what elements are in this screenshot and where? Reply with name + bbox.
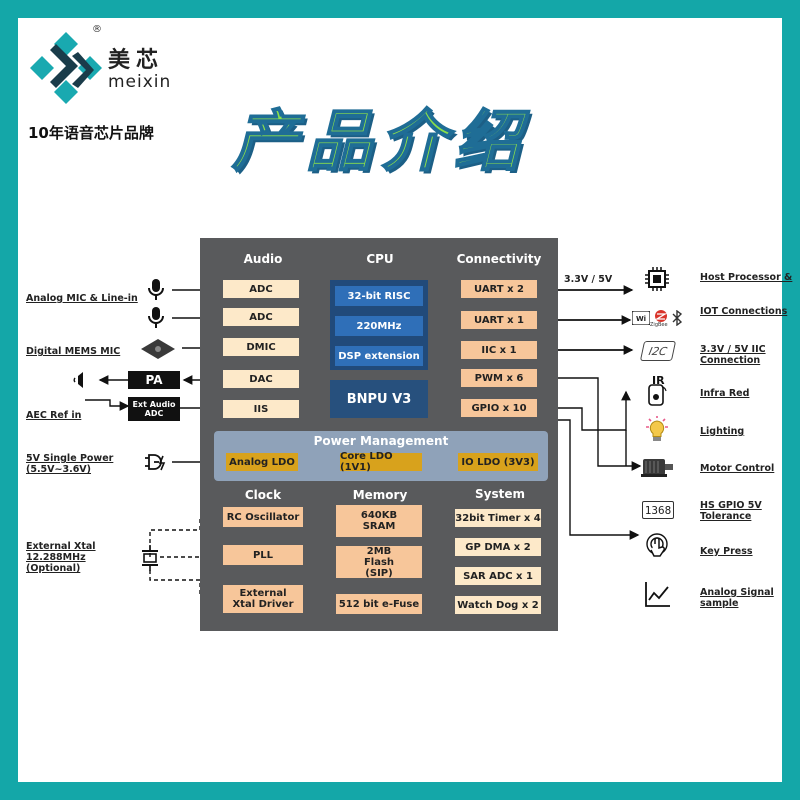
segment-display-icon: 1368 (642, 501, 674, 519)
clock-rc-oscillator: RC Oscillator (223, 507, 303, 527)
bulb-icon (646, 416, 668, 441)
brand-name-en: meixin (108, 72, 172, 92)
section-clock: Clock (244, 488, 282, 502)
system-dma: GP DMA x 2 (455, 538, 541, 556)
bnpu-block: BNPU V3 (330, 380, 428, 418)
microphone-icon (148, 307, 164, 328)
conn-uart-1: UART x 1 (461, 311, 537, 329)
section-connectivity: Connectivity (456, 252, 542, 266)
label-key: Key Press (700, 546, 753, 557)
cpu-dsp: DSP extension (335, 346, 423, 366)
svg-text:Wi: Wi (636, 315, 646, 323)
label-gpio: HS GPIO 5V Tolerance (700, 500, 762, 522)
label-power: 5V Single Power (5.5V~3.6V) (26, 453, 114, 475)
ext-adc-block: Ext Audio ADC (128, 397, 180, 421)
label-lighting: Lighting (700, 426, 745, 437)
audio-iis: IIS (223, 400, 299, 418)
signal-chart-icon (645, 582, 670, 607)
audio-dac: DAC (223, 370, 299, 388)
cpu-clock: 220MHz (335, 316, 423, 336)
label-iot: IOT Connections (700, 306, 788, 317)
label-host: Host Processor & (700, 272, 793, 283)
page-title: 产品介绍 (231, 102, 528, 181)
bluetooth-icon (672, 310, 682, 326)
system-sar-adc: SAR ADC x 1 (455, 567, 541, 585)
label-motor: Motor Control (700, 463, 775, 474)
crystal-icon (142, 545, 158, 571)
label-analog-mic: Analog MIC & Line-in (26, 293, 138, 304)
label-voltage: 3.3V / 5V (564, 274, 613, 285)
wifi-icon: Wi (632, 311, 650, 325)
conn-gpio: GPIO x 10 (461, 399, 537, 417)
zigbee-icon (654, 310, 668, 322)
brand-tagline: 10年语音芯片品牌 (28, 124, 154, 142)
processor-icon (645, 267, 669, 291)
memory-efuse: 512 bit e-Fuse (336, 594, 422, 614)
label-xtal: External Xtal 12.288MHz (Optional) (26, 541, 96, 574)
audio-dmic: DMIC (223, 338, 299, 356)
system-timer: 32bit Timer x 4 (455, 509, 541, 527)
pa-block: PA (128, 371, 180, 389)
ldo-analog: Analog LDO (226, 453, 298, 471)
speaker-icon (73, 372, 83, 388)
conn-uart-2: UART x 2 (461, 280, 537, 298)
power-management-title: Power Management (313, 434, 449, 448)
logo-icon (30, 32, 102, 104)
motor-icon (641, 459, 673, 477)
section-memory: Memory (352, 488, 408, 502)
plug-icon (145, 454, 166, 471)
section-audio: Audio (243, 252, 283, 266)
registered-mark: ® (92, 24, 102, 35)
memory-flash: 2MB Flash (SIP) (336, 546, 422, 579)
label-digital-mic: Digital MEMS MIC (26, 346, 121, 357)
cpu-risc: 32-bit RISC (335, 286, 423, 306)
section-system: System (475, 487, 525, 501)
audio-adc-2: ADC (223, 308, 299, 326)
microphone-icon (148, 279, 164, 300)
infrared-icon: IR (652, 374, 665, 387)
brand-name-cn: 美芯 (108, 48, 165, 73)
label-ir: Infra Red (700, 388, 750, 399)
touch-icon (646, 533, 668, 557)
conn-iic: IIC x 1 (461, 341, 537, 359)
ldo-io: IO LDO (3V3) (458, 453, 538, 471)
i2c-icon: I2C (639, 341, 677, 361)
label-aec: AEC Ref in (26, 410, 82, 421)
audio-adc-1: ADC (223, 280, 299, 298)
mems-mic-icon (141, 339, 175, 359)
conn-pwm: PWM x 6 (461, 369, 537, 387)
label-analog: Analog Signal sample (700, 587, 774, 609)
memory-sram: 640KB SRAM (336, 505, 422, 537)
label-iic: 3.3V / 5V IIC Connection (700, 344, 766, 366)
clock-xtal-driver: External Xtal Driver (223, 585, 303, 613)
system-watchdog: Watch Dog x 2 (455, 596, 541, 614)
clock-pll: PLL (223, 545, 303, 565)
ldo-core: Core LDO (1V1) (340, 451, 422, 473)
zigbee-label: ZigBee (650, 322, 668, 328)
section-cpu: CPU (366, 252, 394, 266)
remote-icon (648, 384, 667, 406)
